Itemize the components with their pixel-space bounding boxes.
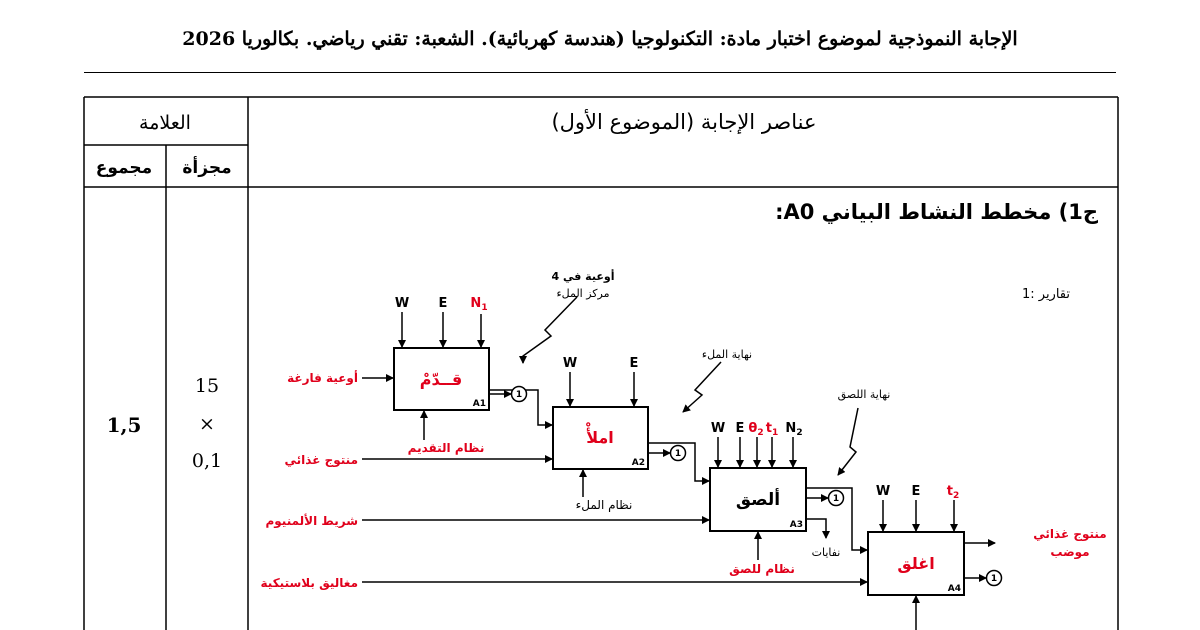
block-a1 <box>393 347 490 411</box>
input-aluminium-strip: شريط الألمنيوم <box>265 513 358 529</box>
four-containers-label-2: مركز الملء <box>556 287 609 300</box>
block-a2-code: A2 <box>632 458 645 468</box>
block-a1-name: قــدّمْ <box>420 370 462 389</box>
block-a2 <box>552 406 649 470</box>
report-legend: 1: تقارير <box>1022 287 1070 302</box>
mech-feed-system: نظام التقديم <box>408 441 485 456</box>
a4-control-t2: t2 <box>947 484 959 501</box>
output-packed-product-2: موضب <box>1050 545 1089 560</box>
a1-control-e: E <box>439 296 448 311</box>
block-a3-name: ألصق <box>736 488 780 510</box>
partial-mark-times: × <box>199 413 215 435</box>
answer-elements-header: عناصر الإجابة (الموضوع الأول) <box>551 110 817 134</box>
mark-header: العلامة <box>139 112 191 134</box>
report-marker-a2 <box>669 444 687 462</box>
a3-control-theta: θ2 <box>748 421 763 438</box>
a4-control-w: W <box>876 484 890 499</box>
a1-control-w: W <box>395 296 409 311</box>
partial-mark-count: 15 <box>194 375 220 397</box>
a3-control-t1: t1 <box>766 421 778 438</box>
block-a3 <box>709 467 807 532</box>
a2-control-e: E <box>630 356 639 371</box>
block-a4-code: A4 <box>948 584 961 594</box>
page-header: الإجابة النموذجية لموضوع اختبار مادة: ال… <box>182 28 1018 50</box>
output-waste: نفايات <box>812 546 841 559</box>
section-title: ج1) مخطط النشاط البياني A0: <box>775 200 1098 224</box>
input-empty-containers: أوعية فارغة <box>287 370 358 386</box>
block-a1-code: A1 <box>473 399 486 409</box>
total-mark-header: مجموع <box>95 158 153 178</box>
partial-mark-header: مجزأة <box>182 158 232 178</box>
partial-mark-unit: 0,1 <box>191 450 223 472</box>
a1-control-n1: N1 <box>470 296 487 313</box>
a3-control-e: E <box>736 421 745 436</box>
svg-text:1: 1 <box>833 494 839 504</box>
block-a3-code: A3 <box>790 520 803 530</box>
block-a4-name: اغلق <box>897 554 934 573</box>
end-fill-label: نهاية الملء <box>702 348 752 361</box>
a4-control-e: E <box>912 484 921 499</box>
svg-text:1: 1 <box>516 390 522 400</box>
mech-fill-system: نظام الملء <box>576 498 633 512</box>
end-stick-label: نهاية اللصق <box>838 388 891 402</box>
svg-text:1: 1 <box>675 449 681 459</box>
mech-stick-system: نظام للصق <box>729 562 795 577</box>
total-mark-value: 1,5 <box>106 413 142 437</box>
a3-control-n2: N2 <box>785 421 802 438</box>
report-marker-a4 <box>985 569 1003 587</box>
svg-text:1: 1 <box>991 574 997 584</box>
a2-control-w: W <box>563 356 577 371</box>
header-divider <box>84 72 1116 73</box>
input-food-product: منتوج غذائي <box>285 453 358 468</box>
output-packed-product-1: منتوج غذائي <box>1033 527 1106 542</box>
report-marker-a1 <box>510 385 528 403</box>
four-containers-label-1: 4 أوعية في <box>552 269 615 283</box>
input-plastic-caps: مغاليق بلاستيكية <box>261 576 358 590</box>
report-marker-a3 <box>827 489 845 507</box>
a3-control-w: W <box>711 421 725 436</box>
